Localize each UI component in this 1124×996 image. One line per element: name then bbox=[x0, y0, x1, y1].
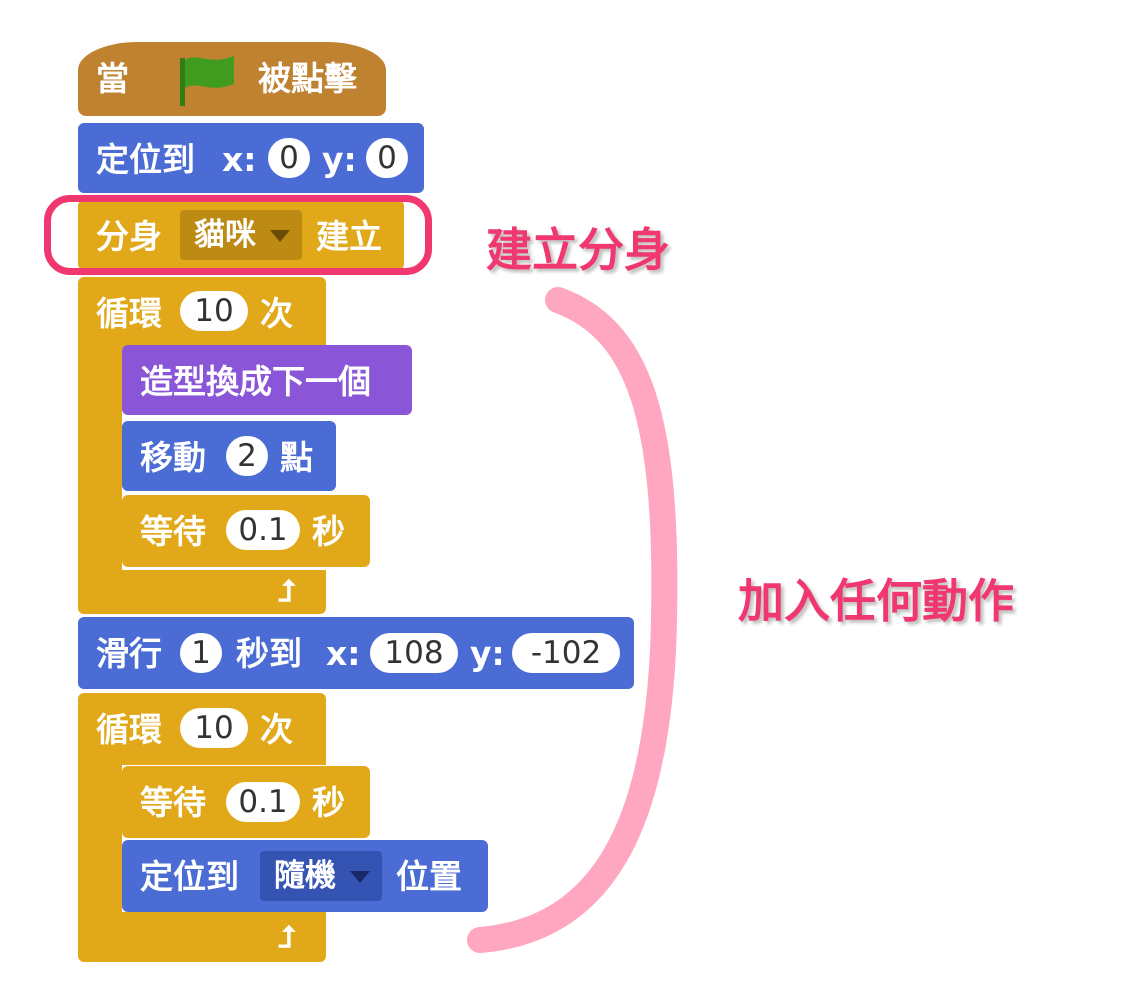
clone-label-2: 建立 bbox=[316, 217, 382, 256]
wait2-secs-input[interactable]: 0.1 bbox=[226, 782, 300, 822]
green-flag-icon bbox=[180, 56, 234, 106]
repeat1-bottom: ⮥ bbox=[78, 570, 326, 614]
move-steps-block[interactable]: 移動 2 點 bbox=[122, 421, 336, 491]
goto-x-input[interactable]: 0 bbox=[268, 138, 310, 178]
repeat2-count-input[interactable]: 10 bbox=[180, 708, 248, 748]
wait-block-1[interactable]: 等待 0.1 秒 bbox=[122, 495, 370, 567]
glide-label-1: 滑行 bbox=[96, 634, 162, 673]
clone-highlight-outline bbox=[44, 195, 432, 275]
wait2-label-2: 秒 bbox=[312, 783, 345, 822]
wait1-secs-input[interactable]: 0.1 bbox=[226, 510, 300, 550]
wait-block-2[interactable]: 等待 0.1 秒 bbox=[122, 766, 370, 838]
clone-dropdown-value: 貓咪 bbox=[194, 217, 256, 253]
goto-y-input[interactable]: 0 bbox=[366, 138, 408, 178]
glide-x-input[interactable]: 108 bbox=[370, 633, 458, 673]
wait2-label-1: 等待 bbox=[140, 783, 206, 822]
create-clone-block[interactable]: 分身 貓咪 建立 bbox=[78, 200, 404, 270]
goto-xy-block[interactable]: 定位到 x: 0 y: 0 bbox=[78, 123, 424, 193]
chevron-down-icon bbox=[350, 871, 370, 883]
glide-secs-input[interactable]: 1 bbox=[180, 633, 222, 673]
glide-label-2: 秒到 bbox=[236, 634, 302, 673]
glide-y-input[interactable]: -102 bbox=[512, 633, 620, 673]
clone-label-1: 分身 bbox=[96, 217, 162, 256]
wait1-label-1: 等待 bbox=[140, 512, 206, 551]
next-costume-label: 造型換成下一個 bbox=[140, 362, 371, 401]
clone-sprite-dropdown[interactable]: 貓咪 bbox=[180, 210, 302, 260]
create-clone-annotation: 建立分身 bbox=[486, 223, 670, 277]
repeat1-label-2: 次 bbox=[260, 294, 293, 333]
repeat1-count-input[interactable]: 10 bbox=[180, 291, 248, 331]
loop-arrow-icon: ⮥ bbox=[278, 920, 296, 955]
when-flag-clicked-block[interactable]: 當 被點擊 bbox=[78, 42, 386, 116]
repeat-block-1[interactable]: 循環 10 次 bbox=[78, 277, 326, 349]
goto-label: 定位到 bbox=[96, 140, 195, 179]
glide-block[interactable]: 滑行 1 秒到 x: 108 y: -102 bbox=[78, 617, 634, 689]
move-label-2: 點 bbox=[280, 438, 313, 477]
goto-random-label-1: 定位到 bbox=[140, 857, 239, 896]
hat-label-after: 被點擊 bbox=[258, 59, 357, 98]
repeat1-label-1: 循環 bbox=[96, 294, 162, 333]
repeat2-label-2: 次 bbox=[260, 710, 293, 749]
hat-label-before: 當 bbox=[96, 59, 129, 98]
wait1-label-2: 秒 bbox=[312, 512, 345, 551]
repeat-block-2[interactable]: 循環 10 次 bbox=[78, 693, 326, 765]
repeat2-bottom: ⮥ bbox=[78, 912, 326, 962]
goto-target-dropdown[interactable]: 隨機 bbox=[260, 851, 382, 901]
move-steps-input[interactable]: 2 bbox=[226, 436, 268, 476]
goto-random-label-2: 位置 bbox=[396, 857, 462, 896]
repeat2-arm bbox=[78, 760, 122, 920]
chevron-down-icon bbox=[270, 230, 290, 242]
repeat1-arm bbox=[78, 345, 122, 575]
repeat2-label-1: 循環 bbox=[96, 710, 162, 749]
goto-y-label: y: bbox=[322, 140, 357, 179]
goto-x-label: x: bbox=[222, 140, 257, 179]
goto-random-block[interactable]: 定位到 隨機 位置 bbox=[122, 840, 488, 912]
goto-dropdown-value: 隨機 bbox=[274, 858, 336, 894]
glide-x-label: x: bbox=[326, 634, 361, 673]
next-costume-block[interactable]: 造型換成下一個 bbox=[122, 345, 412, 415]
any-action-annotation: 加入任何動作 bbox=[738, 574, 1014, 628]
glide-y-label: y: bbox=[470, 634, 505, 673]
move-label-1: 移動 bbox=[140, 438, 206, 477]
loop-arrow-icon: ⮥ bbox=[278, 574, 296, 609]
